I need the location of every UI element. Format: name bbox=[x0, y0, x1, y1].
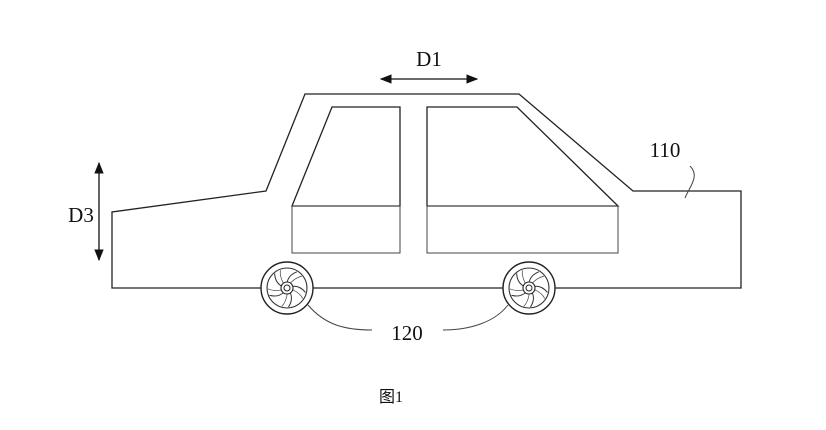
d3-label: D3 bbox=[68, 203, 94, 227]
front-window bbox=[291, 106, 401, 207]
spoke bbox=[281, 293, 288, 307]
rim bbox=[266, 267, 308, 309]
spoke bbox=[523, 293, 530, 307]
wheel-front bbox=[260, 261, 314, 315]
rear-window bbox=[426, 106, 620, 207]
spoke bbox=[521, 270, 526, 284]
wheel-leader-line-front bbox=[307, 304, 373, 331]
body-reference-label: 110 bbox=[650, 138, 681, 162]
hub-center bbox=[283, 284, 291, 292]
front-door bbox=[291, 205, 401, 254]
figure-caption: 图1 bbox=[379, 389, 403, 406]
rear-door bbox=[426, 205, 619, 254]
body-leader-line bbox=[684, 165, 695, 199]
wheel-reference-label: 120 bbox=[391, 321, 423, 345]
spoke bbox=[279, 270, 284, 284]
hub bbox=[522, 281, 536, 295]
spoke bbox=[532, 275, 544, 284]
spoke bbox=[267, 288, 282, 291]
spoke bbox=[534, 289, 546, 299]
wheel-leader-line-rear bbox=[442, 304, 509, 331]
rim bbox=[508, 267, 550, 309]
car-body-outline bbox=[111, 93, 742, 289]
d1-label: D1 bbox=[416, 47, 442, 71]
spoke bbox=[290, 275, 302, 284]
hub bbox=[280, 281, 294, 295]
hub-center bbox=[525, 284, 533, 292]
spoke bbox=[509, 288, 524, 291]
wheel-rear bbox=[502, 261, 556, 315]
spoke bbox=[292, 289, 304, 299]
